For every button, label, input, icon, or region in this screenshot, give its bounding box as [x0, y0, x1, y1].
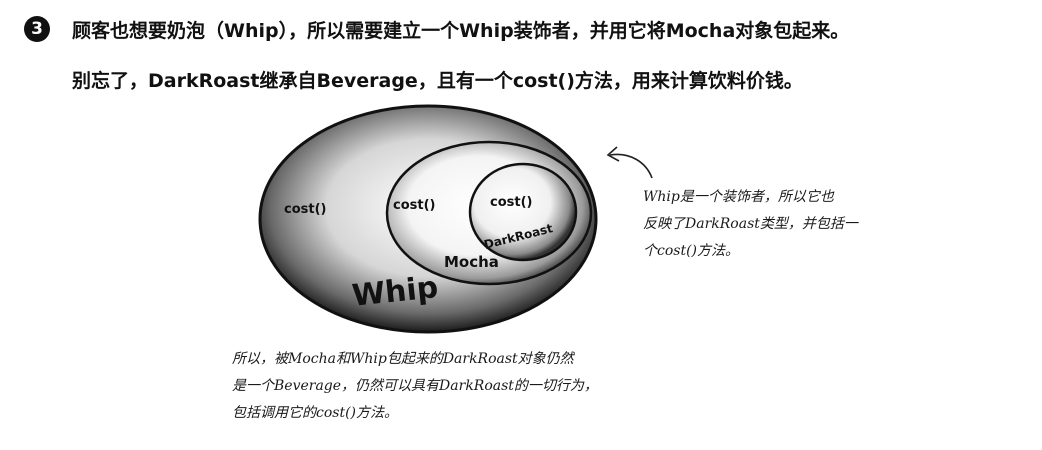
whip-annotation-line: 个cost()方法。: [643, 243, 740, 259]
summary-annotation-line: 所以，被Mocha和Whip包起来的DarkRoast对象仍然: [232, 351, 574, 367]
whip-annotation-line: 反映了DarkRoast类型，并包括一: [643, 216, 858, 232]
darkroast-ellipse: [468, 162, 578, 262]
mocha-label: Mocha: [444, 253, 499, 271]
summary-annotation-line: 包括调用它的cost()方法。: [232, 405, 399, 421]
mocha-cost-method: cost(): [393, 198, 435, 213]
darkroast-object: cost() DarkRoast: [468, 162, 578, 262]
whip-annotation: Whip是一个装饰者，所以它也 反映了DarkRoast类型，并包括一 个cos…: [643, 184, 858, 265]
summary-annotation-line: 是一个Beverage，仍然可以具有DarkRoast的一切行为，: [232, 378, 598, 394]
whip-cost-method: cost(): [284, 202, 326, 217]
callout-arrow: [609, 153, 653, 179]
step-text-line-2: 别忘了，DarkRoast继承自Beverage，且有一个cost()方法，用来…: [72, 70, 803, 92]
darkroast-cost-method: cost(): [490, 195, 532, 210]
summary-annotation: 所以，被Mocha和Whip包起来的DarkRoast对象仍然 是一个Bever…: [232, 346, 598, 427]
step-text-line-1: 顾客也想要奶泡（Whip），所以需要建立一个Whip装饰者，并用它将Mocha对…: [72, 20, 850, 42]
whip-annotation-line: Whip是一个装饰者，所以它也: [643, 189, 834, 205]
callout-arrowhead: [606, 146, 620, 162]
step-number-badge: 3: [24, 16, 50, 42]
